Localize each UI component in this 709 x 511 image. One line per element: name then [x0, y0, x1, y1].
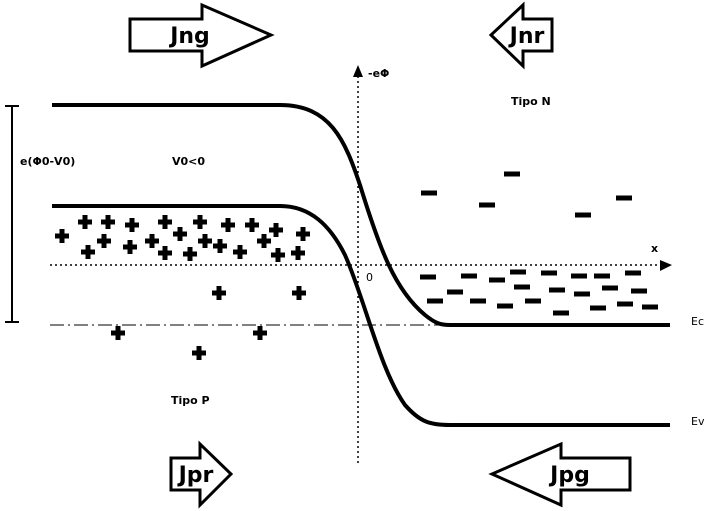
- electron-marker: [447, 289, 463, 295]
- electron-marker: [510, 269, 526, 275]
- electron-marker: [590, 305, 606, 311]
- arrow-label-jnr: Jnr: [508, 24, 545, 49]
- hole-marker: [123, 240, 137, 254]
- y-axis: -eΦ: [353, 65, 389, 465]
- n-type-label: Tipo N: [511, 95, 551, 108]
- hole-marker: [97, 234, 111, 248]
- conduction-band-curve: [52, 103, 670, 327]
- arrow-top-right: Jnr: [488, 1, 554, 70]
- hole-marker: [101, 215, 115, 229]
- hole-marker: [221, 218, 235, 232]
- hole-marker: [192, 346, 206, 360]
- hole-marker: [145, 234, 159, 248]
- electron-marker: [631, 288, 647, 294]
- electron-marker: [571, 273, 587, 279]
- electron-marker: [421, 190, 437, 196]
- p-type-label: Tipo P: [171, 394, 210, 407]
- electron-marker: [461, 273, 477, 279]
- hole-marker: [183, 247, 197, 261]
- electron-marker: [553, 310, 569, 316]
- electron-marker: [616, 195, 632, 201]
- hole-marker: [257, 234, 271, 248]
- origin-label: 0: [366, 271, 373, 284]
- x-axis: x 0: [50, 242, 672, 284]
- electron-marker: [574, 291, 590, 297]
- hole-marker: [245, 218, 259, 232]
- electrons-group: [420, 171, 658, 316]
- electron-marker: [479, 202, 495, 208]
- arrow-bottom-left: Jpr: [169, 440, 234, 509]
- barrier-label: e(Φ0-V0): [20, 155, 75, 168]
- hole-marker: [292, 286, 306, 300]
- bias-label: V0<0: [172, 155, 205, 168]
- hole-marker: [291, 246, 305, 260]
- electron-marker: [470, 298, 486, 304]
- hole-marker: [158, 215, 172, 229]
- hole-marker: [212, 286, 226, 300]
- hole-marker: [193, 215, 207, 229]
- y-axis-label: -eΦ: [368, 67, 389, 80]
- hole-marker: [296, 227, 310, 241]
- electron-marker: [514, 284, 530, 290]
- arrow-bottom-right: Jpg: [488, 441, 632, 508]
- electron-marker: [497, 303, 513, 309]
- electron-marker: [427, 298, 443, 304]
- hole-marker: [198, 234, 212, 248]
- holes-group: [55, 215, 310, 360]
- electron-marker: [420, 274, 436, 280]
- hole-marker: [55, 229, 69, 243]
- hole-marker: [81, 245, 95, 259]
- hole-marker: [78, 215, 92, 229]
- arrow-label-jpr: Jpr: [177, 463, 214, 488]
- arrow-label-jpg: Jpg: [548, 463, 590, 488]
- barrier-bracket: e(Φ0-V0): [5, 105, 75, 323]
- ev-label: Ev: [691, 415, 705, 428]
- hole-marker: [253, 326, 267, 340]
- hole-marker: [125, 218, 139, 232]
- electron-marker: [625, 270, 641, 276]
- electron-marker: [504, 171, 520, 177]
- hole-marker: [173, 227, 187, 241]
- hole-marker: [233, 245, 247, 259]
- hole-marker: [158, 246, 172, 260]
- electron-marker: [602, 285, 618, 291]
- hole-marker: [271, 248, 285, 262]
- ec-label: Ec: [691, 315, 704, 328]
- arrow-top-left: Jng: [128, 2, 275, 69]
- x-axis-label: x: [651, 242, 658, 255]
- valence-band-curve: [52, 204, 670, 427]
- hole-marker: [269, 223, 283, 237]
- arrow-label-jng: Jng: [168, 24, 210, 49]
- electron-marker: [525, 298, 541, 304]
- electron-marker: [617, 301, 633, 307]
- electron-marker: [594, 273, 610, 279]
- electron-marker: [575, 212, 591, 218]
- electron-marker: [541, 270, 557, 276]
- electron-marker: [549, 287, 565, 293]
- hole-marker: [111, 326, 125, 340]
- hole-marker: [213, 239, 227, 253]
- electron-marker: [489, 277, 505, 283]
- electron-marker: [642, 304, 658, 310]
